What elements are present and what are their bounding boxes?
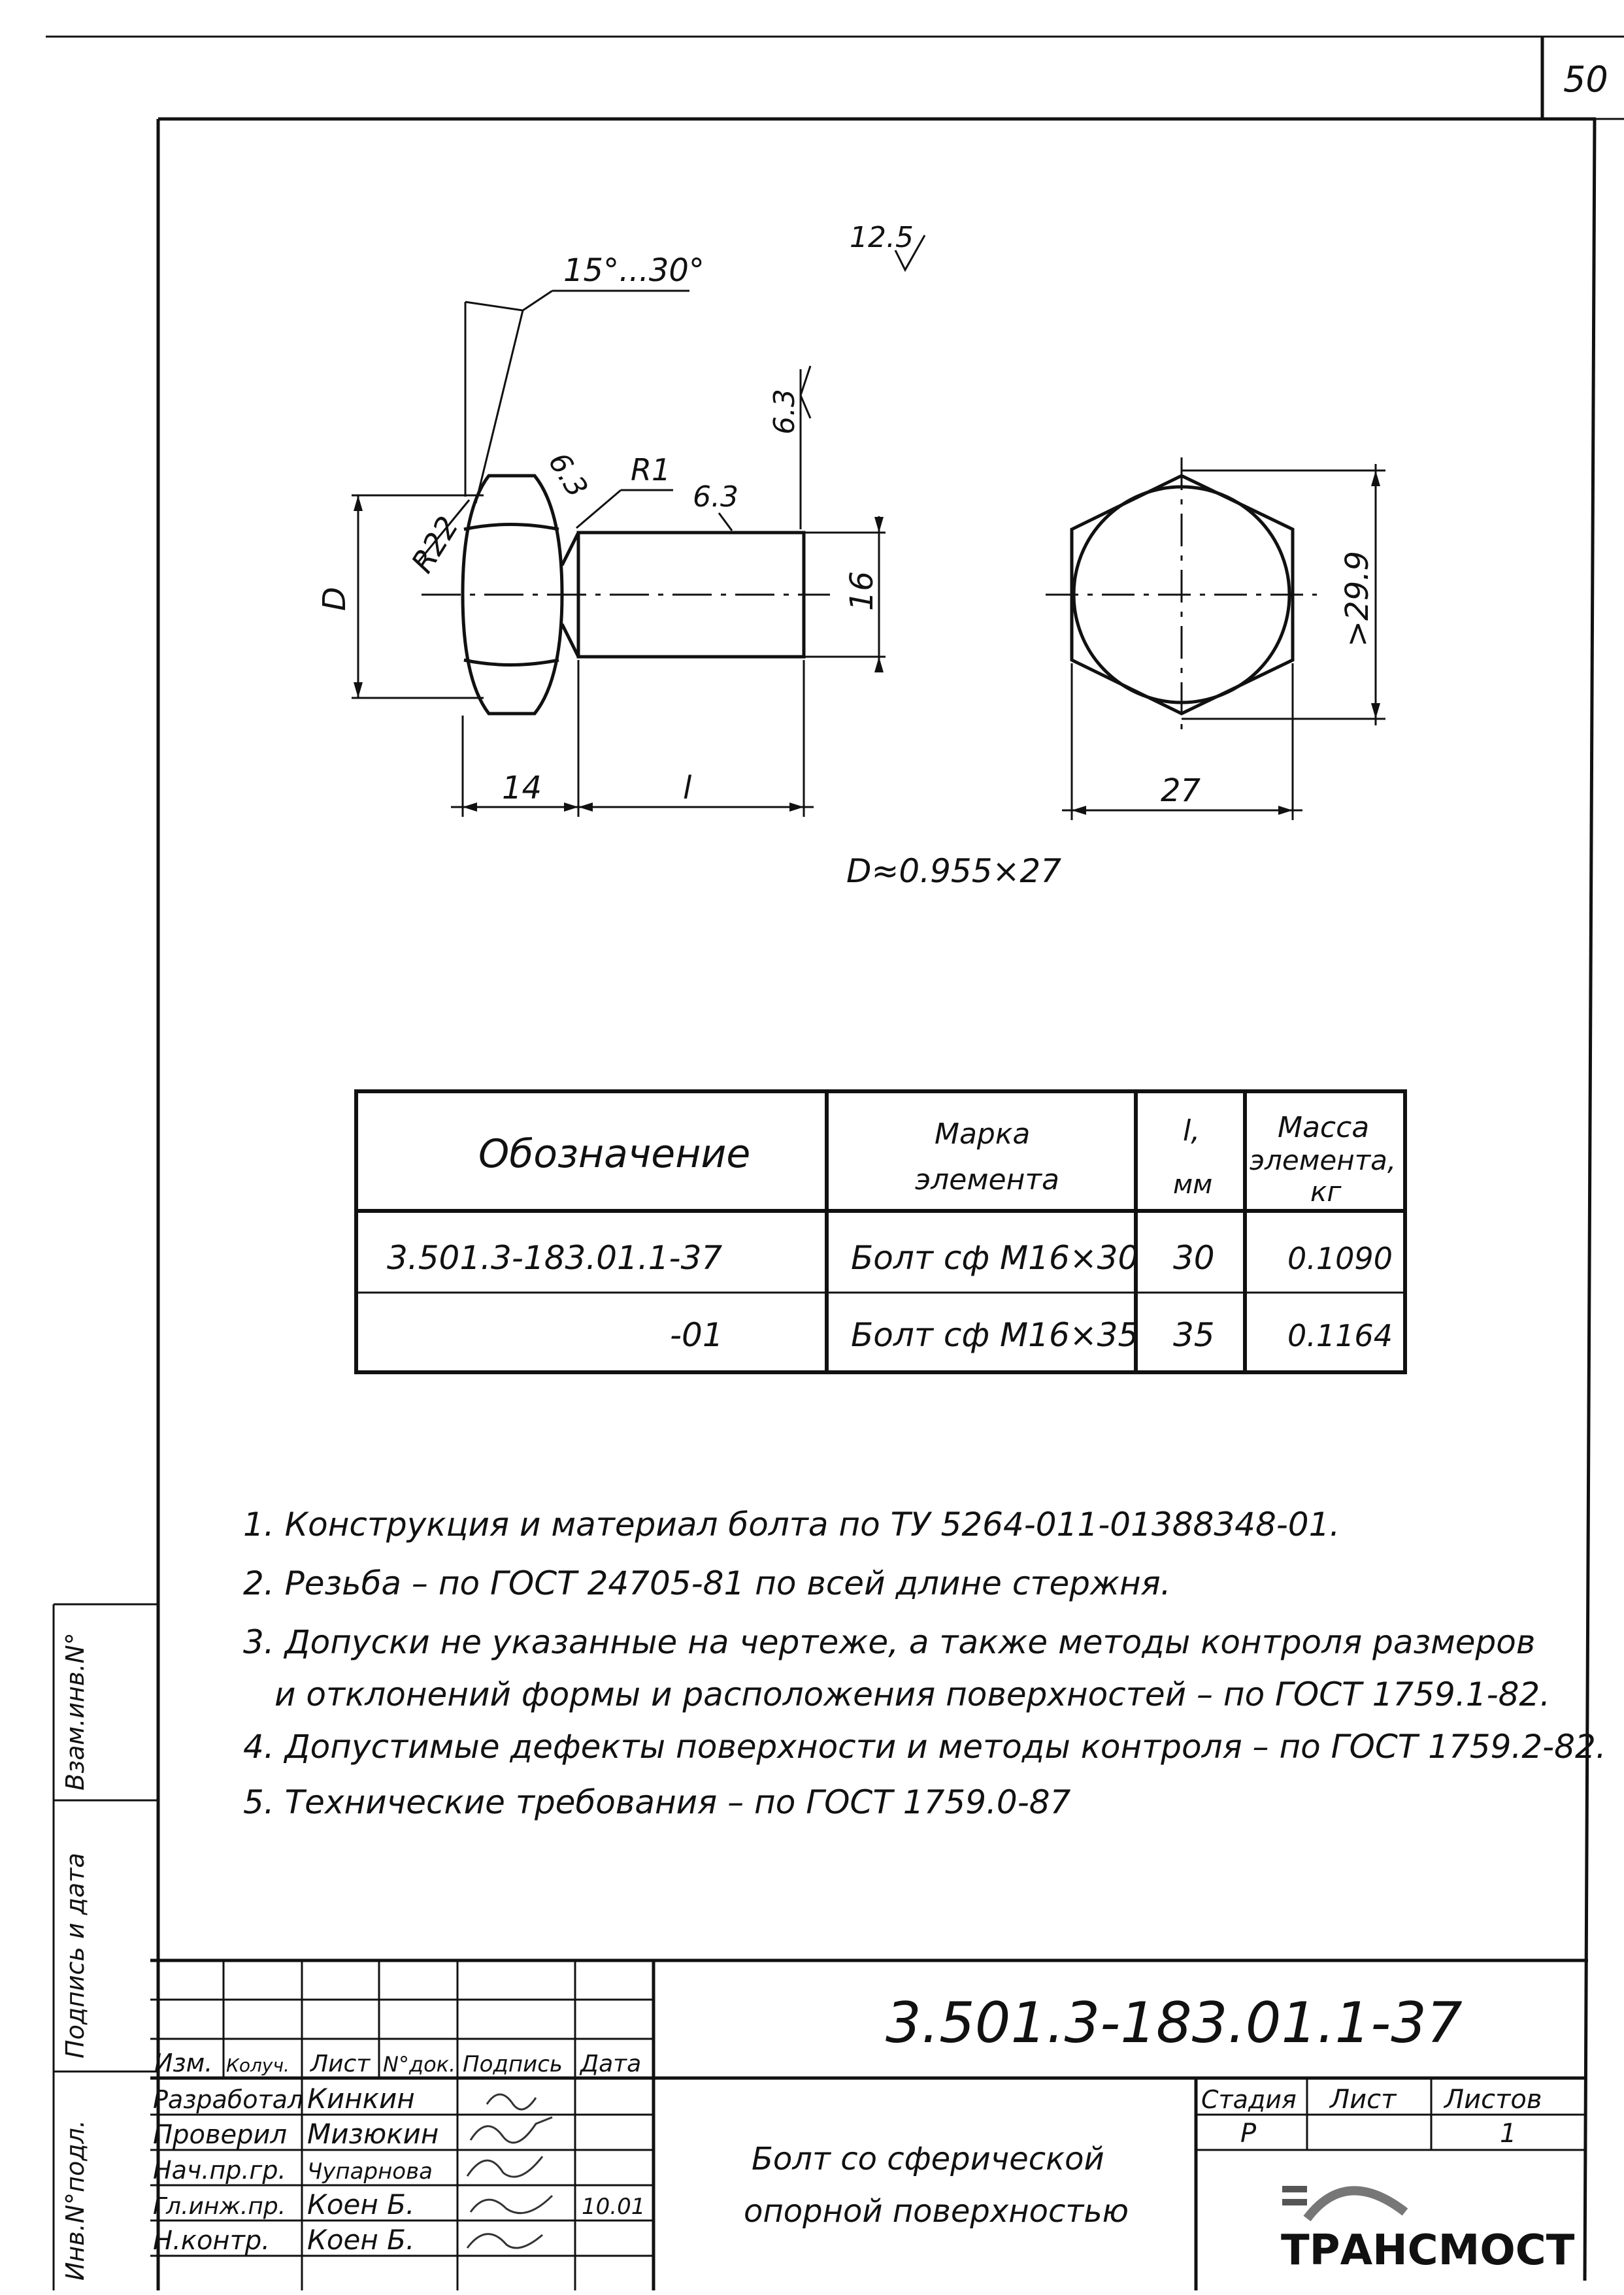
spec-table-headers: Обозначение Марка элемента l, мм Масса э… [478,1111,1396,1208]
dim-head-diameter: D [316,587,353,611]
row-mass: 0.1090 [1287,1241,1393,1276]
revision-col-headers: Изм. Колуч. Лист N°док. Подпись Дата [154,2049,641,2077]
chamfer-angle: 15°...30° [563,252,704,289]
note-1: 1. Конструкция и материал болта по ТУ 52… [243,1506,1340,1544]
podpis-data-label: Подпись и дата [61,1853,90,2058]
name-checked: Мизюкин [307,2118,439,2150]
bolt-head-facet-top [463,523,559,531]
roughness-fillet: 6.3 [542,447,594,503]
row-mark: Болт сф М16×30 [851,1239,1138,1277]
dim-length: l [683,770,692,806]
table-row: 3.501.3-183.01.1-37 Болт сф М16×30 30 0.… [387,1239,1393,1277]
bolt-head-facet-bottom [463,658,559,667]
header-mass-line3: кг [1310,1176,1342,1208]
role-norm-control: Н.контр. [153,2226,270,2256]
header-designation: Обозначение [478,1131,750,1177]
end-view-dimensions [1062,464,1385,820]
row-mass: 0.1164 [1287,1318,1393,1353]
technical-notes: 1. Конструкция и материал болта по ТУ 52… [243,1506,1606,1821]
sheets-value: 1 [1500,2119,1516,2149]
row-mark: Болт сф М16×35 [851,1316,1138,1354]
role-developed: Разработал [153,2085,303,2114]
dim-across-flats: 27 [1161,772,1201,809]
header-mass-line1: Масса [1278,1111,1369,1144]
end-view-centerlines [1046,457,1317,732]
note-3-continued: и отклонений формы и расположения поверх… [274,1676,1550,1713]
header-mass-line2: элемента, [1250,1144,1396,1176]
col-header-doc: N°док. [383,2052,456,2077]
sheets-label: Листов [1443,2085,1542,2115]
role-group-head: Нач.пр.гр. [153,2156,286,2185]
logo-text: ТРАНСМОСТ [1281,2226,1575,2275]
spec-table [354,1089,1407,1374]
note-3: 3. Допуски не указанные на чертеже, а та… [243,1623,1535,1661]
stage-value: Р [1240,2119,1257,2149]
document-code: 3.501.3-183.01.1-37 [886,1990,1463,2056]
role-chief-engineer: Гл.инж.пр. [153,2193,286,2220]
note-2: 2. Резьба – по ГОСТ 24705-81 по всей дли… [243,1564,1171,1602]
inv-podl-label: Инв.N°подл. [61,2120,90,2281]
header-length-line1: l, [1183,1114,1200,1148]
stage-label: Стадия [1201,2085,1297,2114]
note-4: 4. Допустимые дефекты поверхности и мето… [243,1728,1606,1766]
row-length: 30 [1173,1239,1215,1277]
radius-head: R22 [405,510,466,578]
row-length: 35 [1173,1316,1215,1354]
vzam-inv-label: Взам.инв.N° [61,1632,90,1791]
row-designation: 3.501.3-183.01.1-37 [387,1239,722,1277]
header-mark-line1: Марка [935,1117,1030,1151]
title-line-2: опорной поверхностью [744,2193,1129,2230]
col-header-list: Лист [309,2051,371,2077]
row-designation: -01 [670,1316,723,1354]
roughness-general: 12.5 [850,221,914,254]
header-mark-line2: элемента [915,1163,1059,1197]
table-row: -01 Болт сф М16×35 35 0.1164 [670,1316,1393,1354]
col-header-date: Дата [579,2051,641,2077]
bolt-head-outline [461,474,564,716]
side-view-dimensions [352,235,926,817]
col-header-izm: Изм. [154,2049,212,2077]
header-length-line2: мм [1173,1170,1212,1200]
col-header-sign: Подпись [463,2051,563,2077]
stage-sheet-block: Стадия Лист Листов Р 1 [1201,2085,1542,2149]
title-block [150,1958,1588,2290]
name-chief-engineer: Коен Б. [307,2188,414,2221]
note-5: 5. Технические требования – по ГОСТ 1759… [243,1783,1071,1821]
radius-fillet: R1 [631,452,671,487]
title-line-1: Болт со сферической [752,2141,1104,2177]
date-chief-engineer: 10.01 [582,2194,645,2220]
dim-across-corners: >29.9 [1339,551,1376,647]
page-number: 50 [1563,59,1608,100]
company-logo: ТРАНСМОСТ [1281,2186,1575,2275]
name-norm-control: Коен Б. [307,2224,414,2256]
name-developed: Кинкин [307,2083,415,2115]
dim-shank-diameter: 16 [844,571,880,611]
approval-rows: Разработал Кинкин Проверил Мизюкин Нач.п… [153,2083,645,2256]
roughness-shank: 6.3 [693,480,738,514]
signatures [466,2093,554,2249]
roughness-head-end: 6.3 [768,389,801,435]
col-header-kol: Колуч. [226,2055,290,2076]
head-diameter-formula: D≈0.955×27 [846,852,1061,890]
dim-head-height: 14 [502,770,542,806]
side-view-arrows [354,495,884,812]
sheet-frame [46,35,1624,2290]
end-view-arrows [1072,471,1380,815]
name-group-head: Чупарнова [307,2158,433,2185]
role-checked: Проверил [153,2120,287,2150]
sheet-label: Лист [1329,2085,1397,2115]
